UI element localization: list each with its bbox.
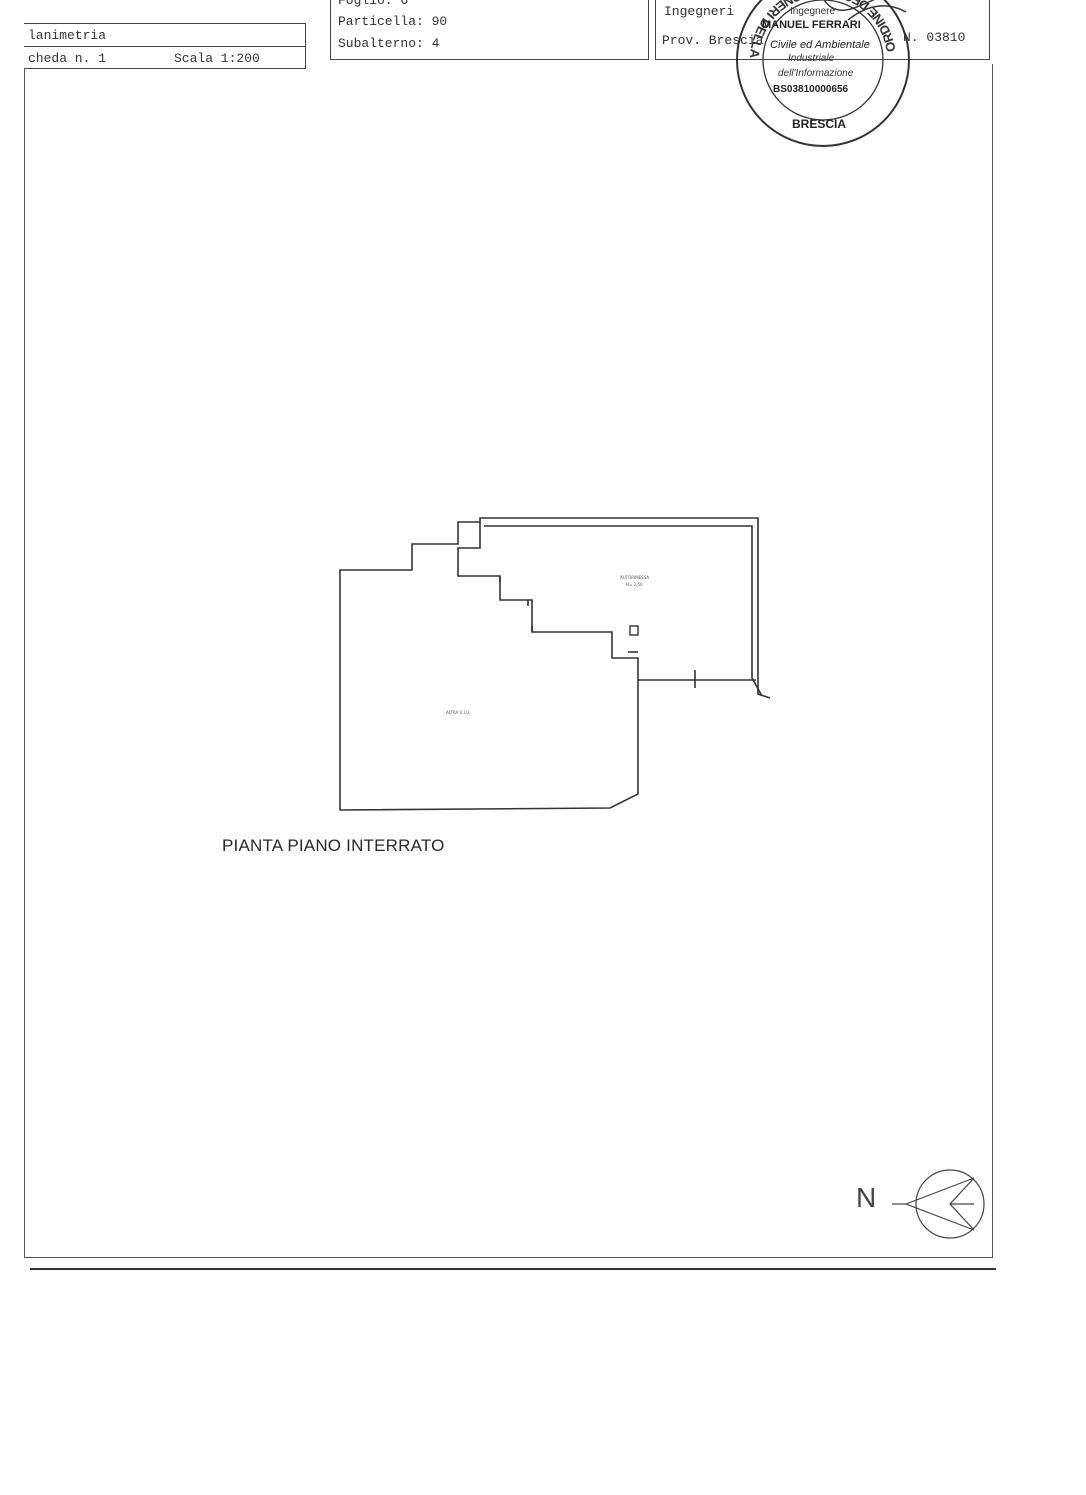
registration-number-label: N. 03810: [903, 30, 966, 45]
plan-title: PIANTA PIANO INTERRATO: [222, 836, 445, 855]
divider: [989, 0, 990, 60]
divider: [330, 0, 331, 60]
north-label: N: [856, 1182, 877, 1213]
stamp-ingegnere-line: Ingegnere: [790, 6, 836, 17]
outer-bottom-rule: [30, 1268, 996, 1270]
stamp-code: BS03810000656: [773, 84, 849, 95]
room-label-altra-uiu: ALTRA U.I.U.: [446, 710, 471, 715]
pillar-square: [629, 625, 639, 636]
room-label-autorimessa: AUTORIMESSA: [620, 575, 650, 580]
autorimessa-inner-wall: [484, 525, 763, 697]
particella-label: Particella: 90: [338, 14, 448, 29]
subalterno-label: Subalterno: 4: [338, 36, 440, 51]
stamp-industriale-line: Industriale: [788, 53, 835, 64]
floor-plan-drawing: [339, 517, 771, 811]
north-compass: N: [852, 1168, 990, 1240]
divider: [655, 0, 656, 60]
stamp-civile-line: Civile ed Ambientale: [770, 39, 870, 51]
altra-uiu-outline: [339, 521, 639, 811]
signature-stroke: [823, 0, 907, 21]
divider: [24, 46, 306, 47]
scheda-label: cheda n. 1: [28, 51, 107, 66]
room-height-autorimessa: H= 2.50: [626, 582, 643, 587]
divider: [648, 0, 649, 60]
divider: [24, 23, 306, 24]
divider: [305, 23, 306, 69]
stamp-city: BRESCIA: [792, 117, 847, 131]
engineer-stamp: ORDINE DEGLI INGEGNERI DELLA PROVINCIA D…: [723, 0, 918, 150]
document-type-label: lanimetria: [28, 28, 107, 43]
frame-left-edge: [24, 68, 25, 1258]
frame-bottom-edge: [24, 1257, 993, 1258]
stamp-name: MANUEL FERRARI: [762, 19, 861, 31]
ingegneri-label: Ingegneri: [664, 4, 735, 19]
step-ticks: [499, 576, 533, 632]
divider: [655, 59, 990, 60]
floor-plan: AUTORIMESSA H= 2.50 ALTRA U.I.U.: [330, 508, 780, 818]
divider: [24, 68, 306, 69]
foglio-label: Foglio: 6: [338, 0, 409, 8]
stamp-seal: ORDINE DEGLI INGEGNERI DELLA PROVINCIA D…: [723, 0, 910, 147]
divider: [330, 59, 648, 60]
frame-right-edge: [992, 64, 993, 1258]
autorimessa-outer-wall: [479, 517, 771, 699]
scale-label: Scala 1:200: [174, 51, 260, 66]
stamp-info-line: dell'Informazione: [778, 68, 854, 79]
compass-arrow-icon: [892, 1169, 985, 1239]
